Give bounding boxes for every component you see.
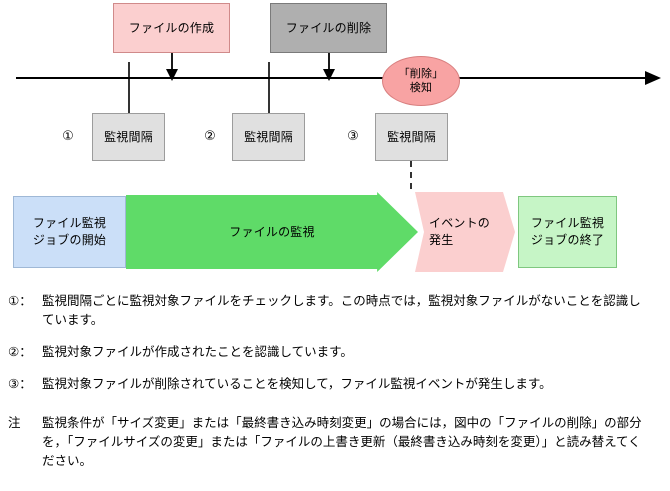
- event-box-file-delete: ファイルの削除: [270, 3, 387, 53]
- footnote-2: ②： 監視対象ファイルが作成されたことを認識しています。: [0, 343, 670, 362]
- footnote-2-text: 監視対象ファイルが作成されたことを認識しています。: [42, 345, 353, 359]
- interval-marker-2: ②: [204, 128, 216, 143]
- footnote-note: 注 監視条件が「サイズ変更」または「最終書き込み時刻変更」の場合には，図中の「フ…: [0, 414, 670, 471]
- footnotes-section: ①： 監視間隔ごとに監視対象ファイルをチェックします。この時点では，監視対象ファ…: [0, 292, 670, 484]
- timeline-arrowhead-icon: [645, 71, 661, 85]
- footnote-note-marker: 注: [8, 416, 21, 430]
- flow-step-event-occurrence: イベントの 発生: [415, 192, 515, 272]
- footnote-3: ③： 監視対象ファイルが削除されていることを検知して，ファイル監視イベントが発生…: [0, 375, 670, 394]
- delete-event-arrowhead-icon: [323, 69, 335, 81]
- footnote-3-marker: ③：: [8, 377, 32, 391]
- flow-step-file-monitoring: ファイルの監視: [126, 192, 418, 272]
- monitoring-interval-box-3: 監視間隔: [375, 113, 448, 161]
- footnote-3-text: 監視対象ファイルが削除されていることを検知して，ファイル監視イベントが発生します…: [42, 377, 552, 391]
- interval-marker-3: ③: [347, 128, 359, 143]
- file-monitoring-timeline-diagram: ファイルの作成 ファイルの削除 「削除」 検知 ① ② ③ 監視間隔 監視間隔 …: [13, 3, 661, 272]
- monitoring-interval-box-1: 監視間隔: [92, 113, 165, 161]
- detection-ellipse-delete-detected: 「削除」 検知: [382, 56, 460, 106]
- footnote-1-text: 監視間隔ごとに監視対象ファイルをチェックします。この時点では，監視対象ファイルが…: [42, 294, 641, 327]
- event-box-file-create: ファイルの作成: [113, 3, 230, 53]
- footnote-1-marker: ①：: [8, 294, 32, 308]
- flow-step-job-end: ファイル監視 ジョブの終了: [518, 196, 617, 268]
- footnote-1: ①： 監視間隔ごとに監視対象ファイルをチェックします。この時点では，監視対象ファ…: [0, 292, 670, 330]
- footnote-2-marker: ②：: [8, 345, 32, 359]
- diagram-lines-layer: [16, 53, 661, 193]
- monitoring-interval-box-2: 監視間隔: [232, 113, 305, 161]
- flow-step-job-start: ファイル監視 ジョブの開始: [13, 196, 126, 268]
- interval-marker-1: ①: [62, 128, 74, 143]
- create-event-arrowhead-icon: [166, 69, 178, 81]
- footnote-note-text: 監視条件が「サイズ変更」または「最終書き込み時刻変更」の場合には，図中の「ファイ…: [42, 416, 642, 468]
